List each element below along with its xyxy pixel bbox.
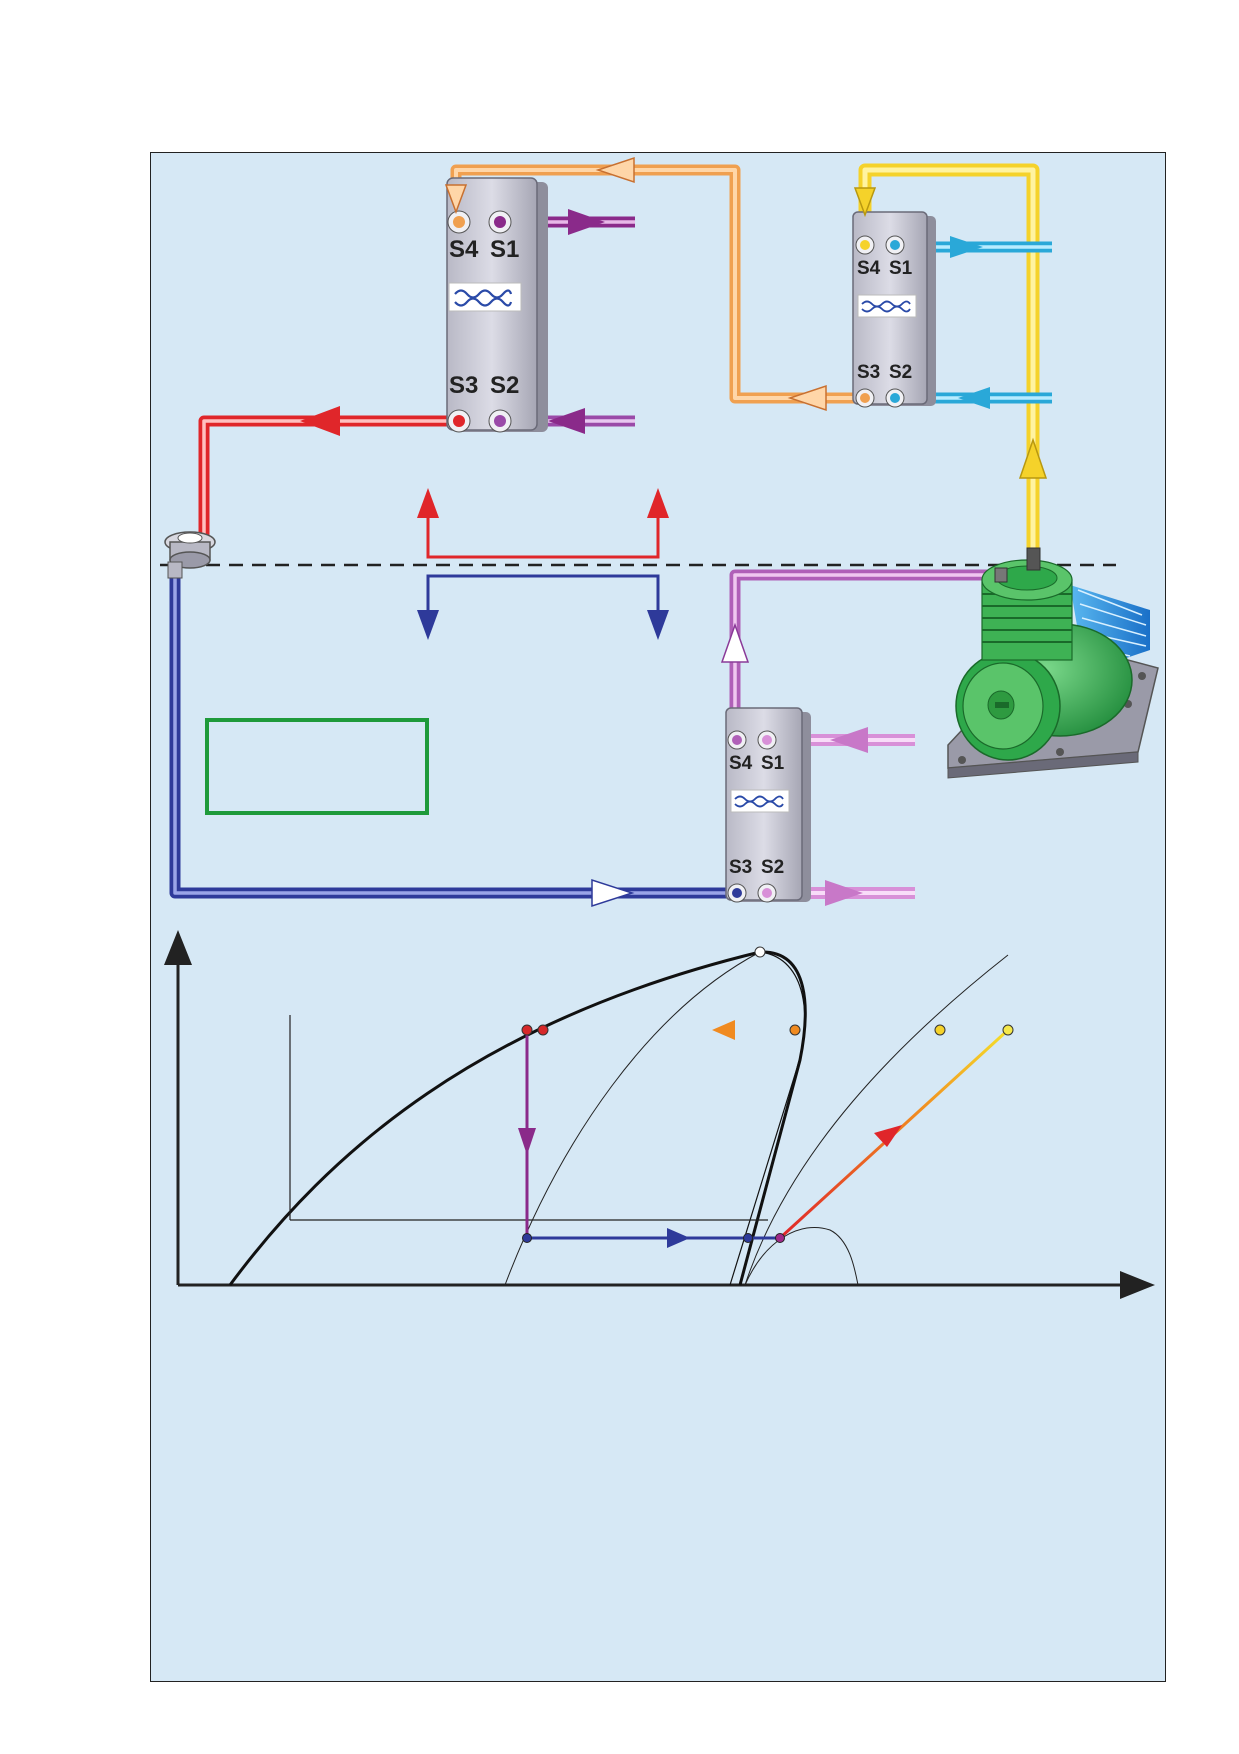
condenser-secondary-arrow-in [568,209,605,235]
high-pressure-indicator [417,488,669,559]
cycle-arrow-expand [518,1128,536,1155]
low-pressure-arrow-right [647,610,669,640]
evaporator-secondary-arrow-in [830,727,868,753]
desuperheater-secondary-arrow-in [958,387,990,409]
high-pressure-arrow-left [417,488,439,518]
suction-flow-arrow [720,622,750,663]
cylinder-head [981,559,1073,661]
expansion-valve-icon [164,531,216,579]
desuperheater-label-s1: S1 [889,258,913,279]
quality-line [504,951,761,1286]
flow-arrows [300,156,1048,908]
cycle-arrow-evaporate [667,1228,690,1248]
high-pressure-arrow-right [647,488,669,518]
suction-pipe [729,569,1000,740]
state-point [934,1024,946,1036]
desuperheater-port-s1 [885,235,905,255]
evaporator-label-s1: S1 [761,753,785,774]
compressor-icon [947,547,1159,779]
evaporator-label-s4: S4 [729,753,753,774]
desuperheater-label-s2: S2 [889,362,912,383]
cycle-arrow-condense [712,1020,735,1040]
condenser-label-s4: S4 [449,236,479,263]
liquid-pipe [198,415,459,540]
evaporator-secondary-arrow-out [825,880,863,906]
evaporator-port-s3 [727,883,747,903]
low-pressure-indicator [417,574,669,640]
state-point [522,1233,532,1243]
evaporator-label-s3: S3 [729,857,752,878]
state-point [789,1024,801,1036]
evaporator-port-s1 [757,730,777,750]
alfa-laval-logo-icon [857,294,917,318]
evaporator-port-s2 [757,883,777,903]
isentrope [744,954,1009,1286]
state-point [743,1233,753,1243]
condenser-heat-exchanger: S4 S1 S3 S2 [446,177,548,433]
condensate-flow-arrow-down [444,184,468,215]
condenser-label-s3: S3 [449,372,478,399]
two-phase-pipe [169,565,737,899]
state-point [1002,1024,1014,1036]
critical-point [754,946,766,958]
x-axis-arrow [1120,1271,1155,1299]
status-box [205,718,429,815]
condenser-label-s1: S1 [490,236,519,263]
y-axis-arrow [164,930,192,965]
low-pressure-arrow-left [417,610,439,640]
evaporator-label-s2: S2 [761,857,784,878]
two-phase-flow-arrow [591,878,635,908]
desuperheater-port-s4 [855,235,875,255]
desuperheater-label-s3: S3 [857,362,880,383]
desuperheater-port-s3 [855,388,875,408]
desuperheater-port-s2 [885,388,905,408]
alfa-laval-logo-icon [730,789,790,813]
desuperheater-heat-exchanger: S4 S1 S3 S2 [852,211,936,408]
alfa-laval-logo-icon [448,282,522,312]
liquid-flow-arrow [300,406,340,436]
state-point [521,1024,533,1036]
condenser-port-s2 [488,409,512,433]
isotherm-low [744,1226,859,1286]
diagram-panel [150,152,1166,1682]
condenser-secondary-arrow-out [548,408,585,434]
state-point [537,1024,549,1036]
discharge-flow-arrow-down [853,187,877,218]
condenser-port-s4 [447,210,471,234]
ph-diagram [164,930,1155,1299]
evaporator-port-s4 [727,730,747,750]
state-point [775,1233,785,1243]
condensate-flow-arrow-top [595,156,635,184]
cycle-arrow-compress [874,1125,902,1147]
desuperheater-secondary-arrow-out [950,236,983,258]
desuperheater-label-s4: S4 [857,258,881,279]
evaporator-heat-exchanger: S4 S1 S3 S2 [725,707,811,903]
condensate-flow-arrow-bottom [787,384,827,412]
discharge-flow-arrow-up [1018,437,1048,479]
condenser-label-s2: S2 [490,372,519,399]
condenser-port-s3 [447,409,471,433]
saturation-dome [228,950,807,1286]
condenser-port-s1 [488,210,512,234]
